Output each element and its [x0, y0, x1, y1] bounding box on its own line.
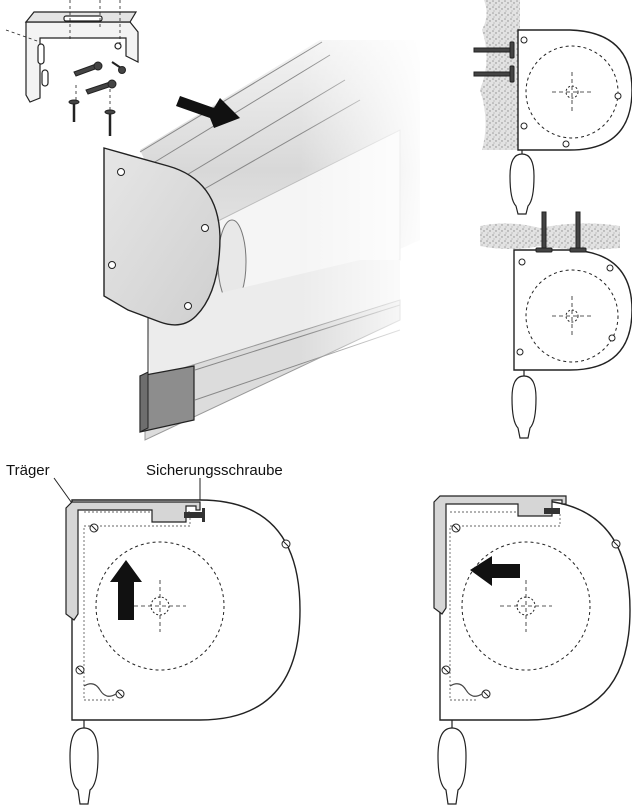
bracket-detail-view-left	[433, 495, 631, 805]
bracket-label: Träger	[6, 462, 50, 479]
pull-handle-icon	[511, 370, 537, 439]
screw-icon	[184, 508, 205, 522]
bracket-detail-view-up	[53, 477, 301, 805]
mounting-bracket	[24, 11, 139, 103]
screw-icon	[473, 41, 515, 83]
safety-screw-label: Sicherungsschraube	[146, 462, 283, 479]
bracket-profile	[65, 501, 201, 621]
pull-handle-icon	[437, 720, 467, 805]
screw-icon	[544, 508, 560, 514]
arrow-up-icon	[110, 560, 142, 620]
pull-handle-icon	[509, 150, 535, 215]
roller-blind-3d-view	[5, 0, 432, 450]
arrow-left-icon	[470, 556, 520, 586]
arrow-right-icon	[176, 96, 240, 128]
wall-texture	[480, 223, 620, 250]
screw-icon	[68, 61, 126, 136]
wall-mount-view	[473, 0, 632, 215]
screw-icon	[535, 211, 587, 253]
ceiling-mount-view	[480, 211, 632, 439]
pull-handle-icon	[69, 720, 99, 805]
bracket-profile	[433, 495, 567, 615]
